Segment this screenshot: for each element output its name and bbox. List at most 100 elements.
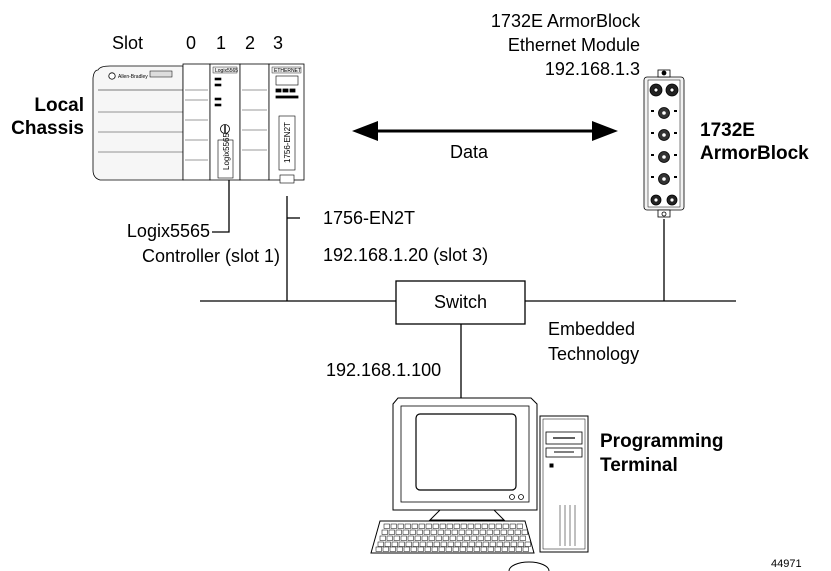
switch-box bbox=[395, 280, 526, 325]
keyboard-key bbox=[409, 529, 416, 535]
switch-label: Switch bbox=[433, 292, 487, 312]
keyboard-key bbox=[375, 546, 382, 552]
data-arrow bbox=[352, 121, 618, 141]
keyboard-key bbox=[472, 529, 479, 535]
keyboard-key bbox=[442, 535, 449, 541]
en2t-callout-line1: 1756-EN2T bbox=[323, 208, 416, 228]
ab-logo-icon bbox=[108, 72, 116, 80]
keyboard-key bbox=[417, 546, 424, 552]
armorblock-module-line2: Ethernet Module bbox=[507, 35, 640, 55]
keyboard-key bbox=[484, 535, 491, 541]
mouse-icon bbox=[508, 561, 550, 571]
keyboard-key bbox=[477, 535, 484, 541]
keyboard-key bbox=[402, 529, 409, 535]
keyboard-key bbox=[421, 535, 428, 541]
keyboard-key bbox=[486, 529, 493, 535]
keyboard-key bbox=[438, 546, 445, 552]
controller-leader bbox=[212, 180, 230, 233]
keyboard-key bbox=[500, 529, 507, 535]
keyboard-key bbox=[473, 546, 480, 552]
keyboard-key bbox=[439, 523, 446, 529]
keyboard-key bbox=[465, 529, 472, 535]
keyboard-key bbox=[431, 546, 438, 552]
keyboard-key bbox=[508, 546, 515, 552]
keyboard-key bbox=[405, 541, 412, 547]
keyboard-key bbox=[453, 523, 460, 529]
slot-number-1: 1 bbox=[216, 33, 227, 53]
keyboard-key bbox=[437, 529, 444, 535]
keyboard-key bbox=[393, 535, 400, 541]
keyboard-key bbox=[386, 535, 393, 541]
keyboard-key bbox=[481, 523, 488, 529]
keyboard-key bbox=[433, 541, 440, 547]
embedded-line1: Embedded bbox=[548, 319, 636, 339]
keyboard-key bbox=[524, 541, 531, 547]
keyboard-key bbox=[449, 535, 456, 541]
keyboard-key bbox=[451, 529, 458, 535]
keyboard-key bbox=[424, 546, 431, 552]
embedded-line2: Technology bbox=[548, 344, 640, 364]
keyboard-key bbox=[488, 523, 495, 529]
keyboard-key bbox=[428, 535, 435, 541]
keyboard-key bbox=[426, 541, 433, 547]
keyboard-key bbox=[396, 546, 403, 552]
slot-number-3: 3 bbox=[273, 33, 284, 53]
keyboard-keys bbox=[375, 523, 531, 552]
controller-callout-line1: Logix5565 bbox=[126, 221, 210, 241]
brand-text: Allen-Bradley bbox=[118, 74, 148, 80]
keyboard-key bbox=[480, 546, 487, 552]
keyboard-key bbox=[398, 541, 405, 547]
keyboard-key bbox=[498, 535, 505, 541]
figure-id: 44971 bbox=[771, 558, 802, 570]
keyboard-key bbox=[446, 523, 453, 529]
keyboard-key bbox=[466, 546, 473, 552]
keyboard-key bbox=[456, 535, 463, 541]
slot-number-0: 0 bbox=[186, 33, 197, 53]
keyboard-key bbox=[454, 541, 461, 547]
keyboard-key bbox=[404, 523, 411, 529]
keyboard-key bbox=[403, 546, 410, 552]
keyboard-key bbox=[516, 523, 523, 529]
armorblock-module-ip: 192.168.1.3 bbox=[544, 59, 640, 79]
keyboard-key bbox=[382, 546, 389, 552]
keyboard-key bbox=[509, 523, 516, 529]
keyboard-key bbox=[470, 535, 477, 541]
en2t-display bbox=[275, 75, 299, 86]
keyboard-key bbox=[425, 523, 432, 529]
keyboard-key bbox=[419, 541, 426, 547]
keyboard-key bbox=[377, 541, 384, 547]
keyboard-key bbox=[384, 541, 391, 547]
keyboard-key bbox=[381, 529, 388, 535]
keyboard-key bbox=[519, 535, 526, 541]
monitor-screen bbox=[415, 413, 517, 491]
keyboard-key bbox=[452, 546, 459, 552]
keyboard-key bbox=[521, 529, 528, 535]
keyboard-key bbox=[391, 541, 398, 547]
keyboard-key bbox=[412, 541, 419, 547]
keyboard-key bbox=[493, 529, 500, 535]
keyboard-key bbox=[445, 546, 452, 552]
controller-module-label: Logix5565 bbox=[222, 133, 231, 170]
keyboard-key bbox=[414, 535, 421, 541]
keyboard-key bbox=[474, 523, 481, 529]
keyboard-key bbox=[468, 541, 475, 547]
keyboard-key bbox=[460, 523, 467, 529]
programming-terminal-pc bbox=[370, 397, 589, 571]
keyboard-key bbox=[505, 535, 512, 541]
keyboard-key bbox=[482, 541, 489, 547]
armorblock-label-line2: ArmorBlock bbox=[700, 143, 809, 164]
armorblock-module-line1: 1732E ArmorBlock bbox=[490, 11, 640, 31]
armorblock-device bbox=[643, 69, 685, 218]
keyboard-key bbox=[400, 535, 407, 541]
keyboard-key bbox=[440, 541, 447, 547]
controllogix-chassis: Allen-Bradley Logix5565 bbox=[92, 63, 305, 184]
slot3-header-text: ETHERNET bbox=[274, 68, 301, 74]
keyboard-key bbox=[491, 535, 498, 541]
keyboard-key bbox=[389, 546, 396, 552]
keyboard-key bbox=[502, 523, 509, 529]
keyboard-key bbox=[388, 529, 395, 535]
slot-2-module bbox=[239, 63, 270, 181]
keyboard-key bbox=[467, 523, 474, 529]
keyboard-key bbox=[487, 546, 494, 552]
